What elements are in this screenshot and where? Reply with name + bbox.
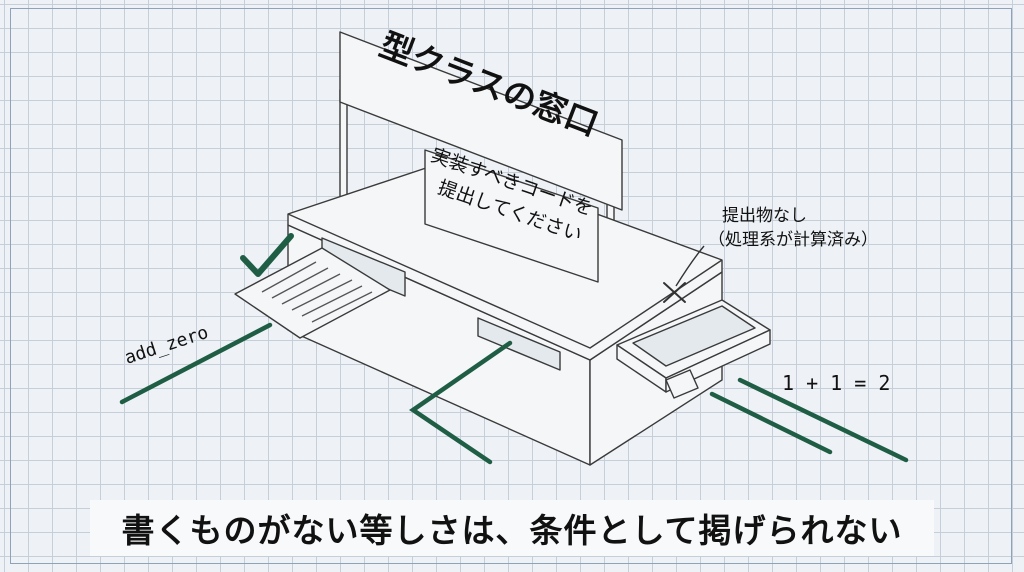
accent-line-left <box>119 322 273 405</box>
equation-label: 1 + 1 = 2 <box>782 371 890 395</box>
accent-line-center <box>409 340 513 465</box>
counter-recess <box>477 317 561 371</box>
caption-band: 書くものがない等しさは、条件として掲げられない <box>90 500 934 556</box>
note-line-1: 提出物なし <box>722 206 807 226</box>
side-tray-inner <box>632 305 756 367</box>
notice-board <box>424 149 599 283</box>
submitted-document <box>234 247 391 339</box>
side-tray-bracket <box>665 369 699 399</box>
sign-post-left <box>339 89 348 201</box>
accent-line-right-lower <box>709 391 833 455</box>
check-icon <box>240 233 294 277</box>
sign-board <box>339 31 623 211</box>
document-lines <box>261 261 373 323</box>
accent-line-right-upper <box>737 377 909 463</box>
note-line-2: （処理系が計算済み） <box>708 230 878 250</box>
diagram-frame <box>10 8 1012 564</box>
note-leader-line <box>675 245 705 287</box>
caption-text: 書くものがない等しさは、条件として掲げられない <box>121 511 903 550</box>
cross-icon <box>663 282 686 303</box>
